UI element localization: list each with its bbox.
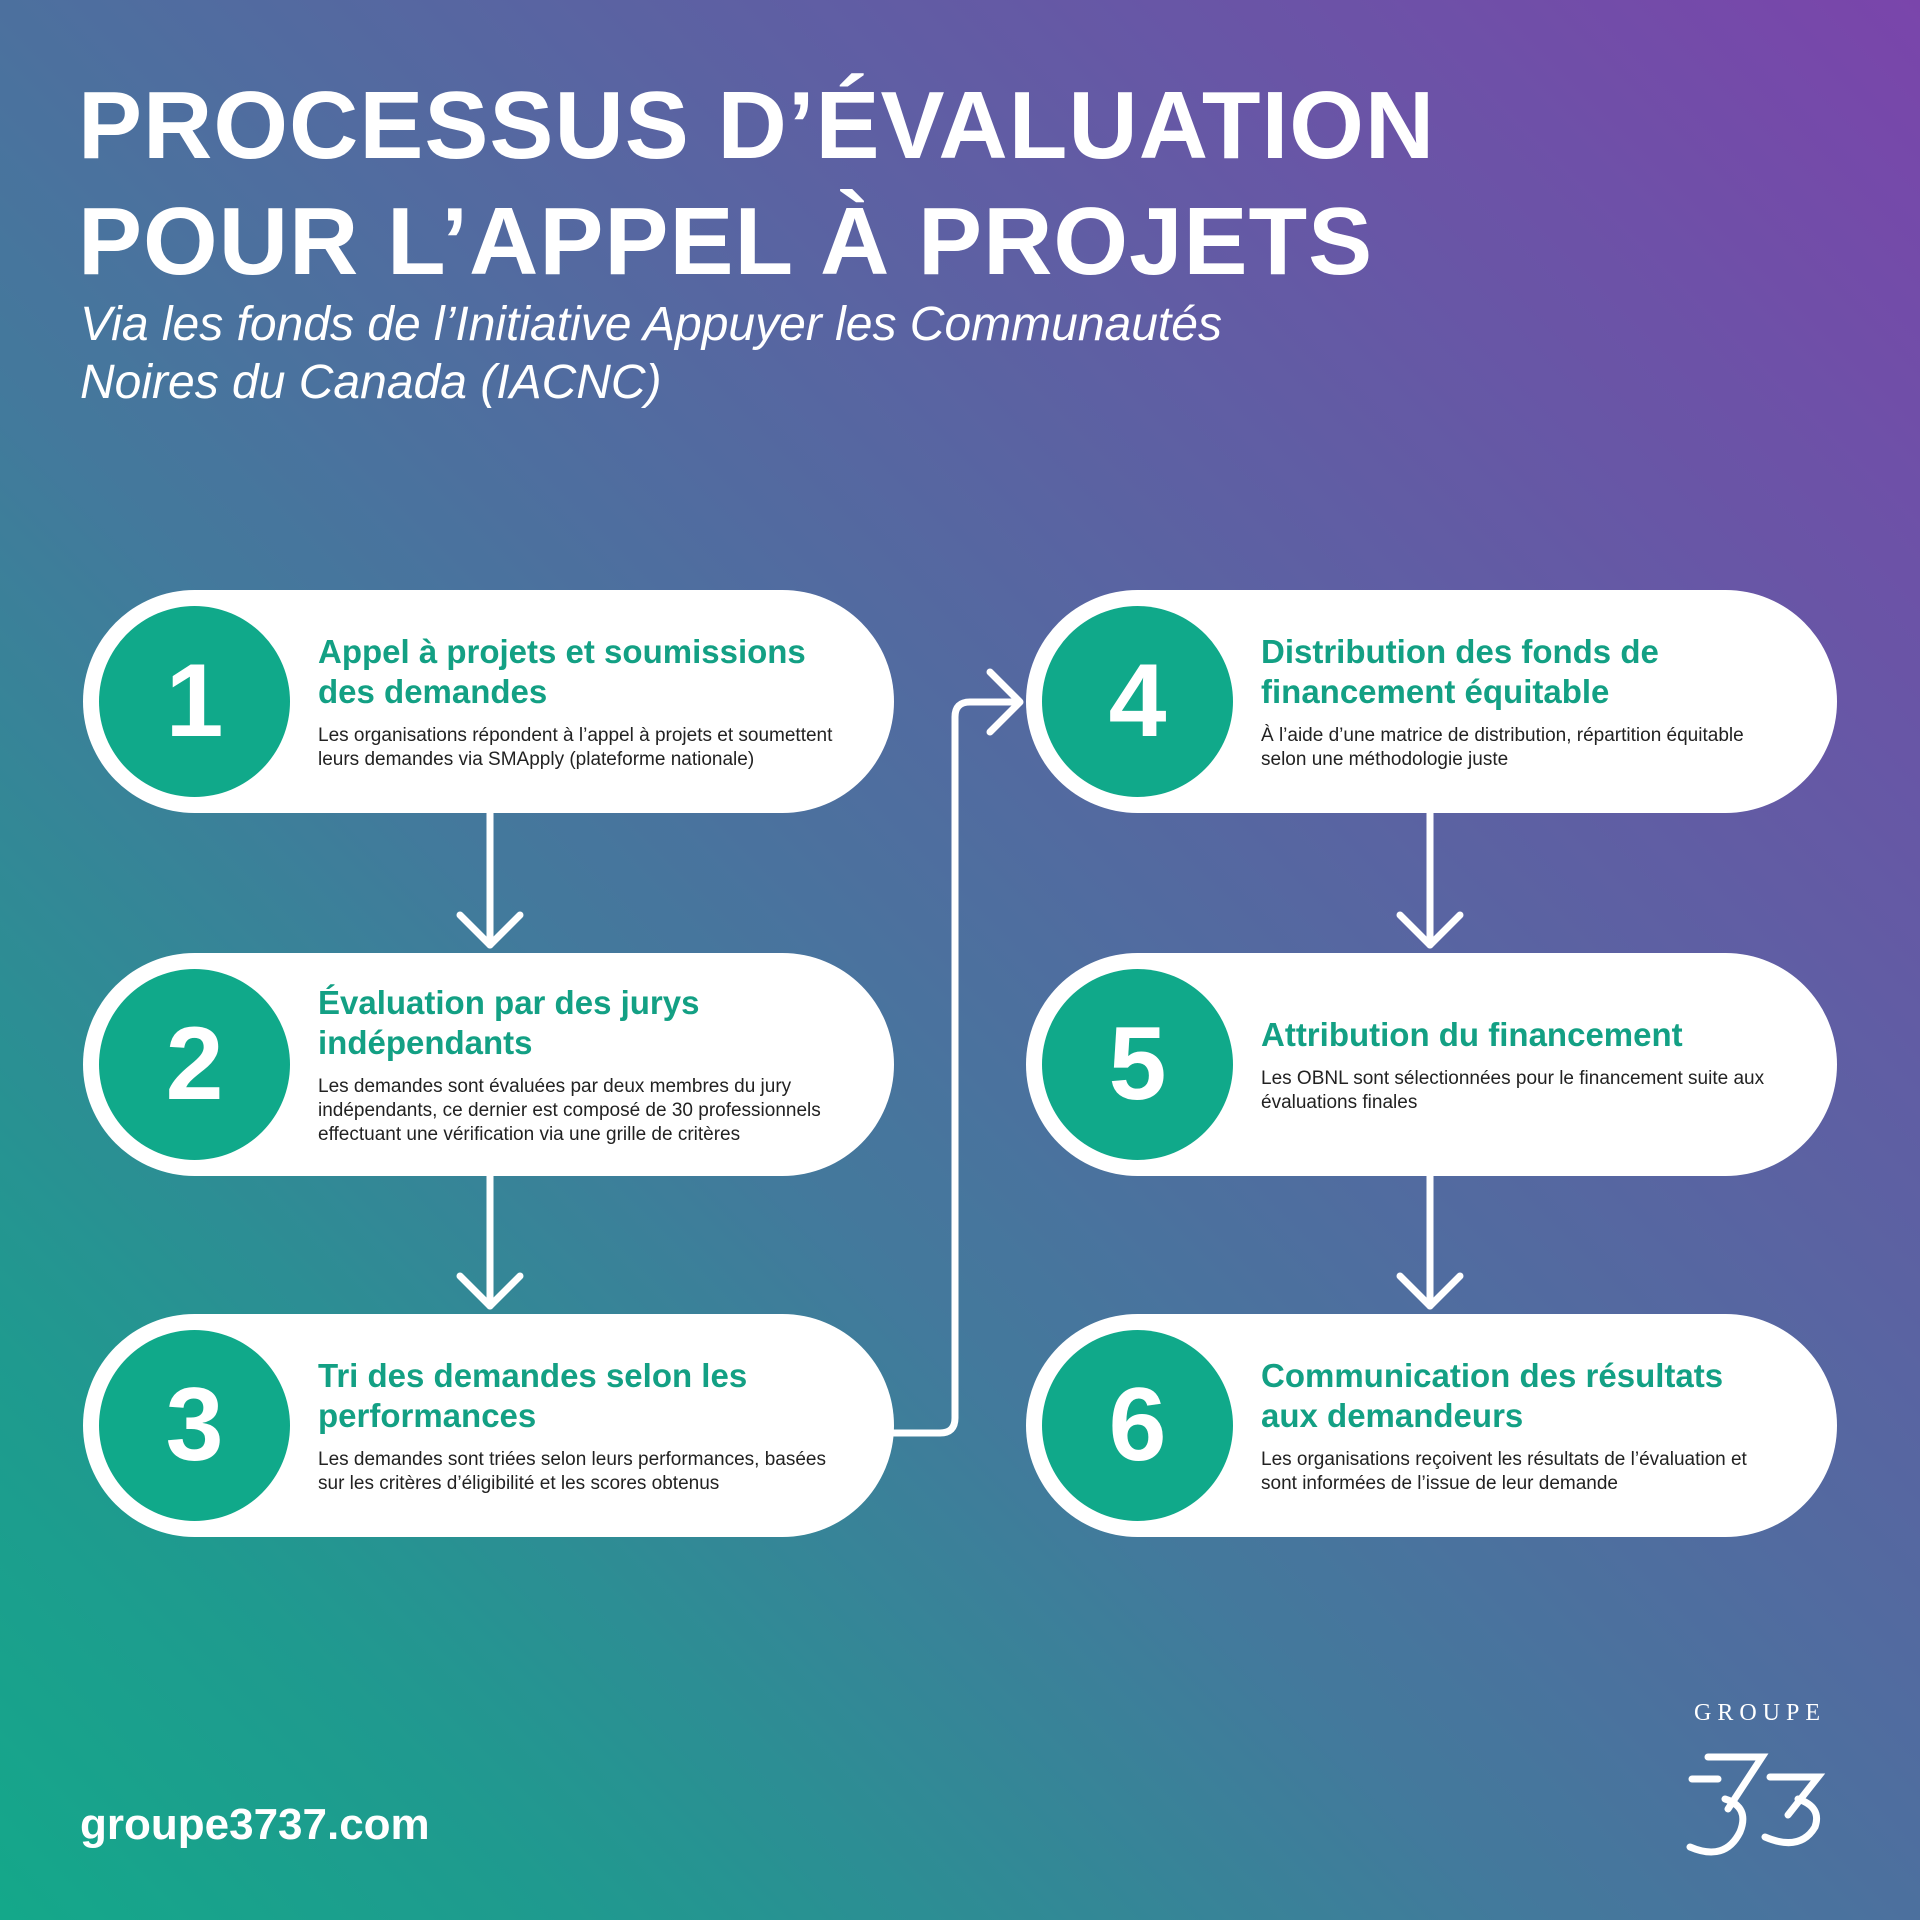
step-card-6: 6 Communication des résultats aux demand… bbox=[1026, 1314, 1837, 1537]
step-description: Les organisations répondent à l’appel à … bbox=[318, 724, 833, 770]
logo-word: GROUPE bbox=[1693, 1700, 1826, 1726]
step-description: Les organisations reçoivent les résultat… bbox=[1261, 1448, 1747, 1494]
arrow-2-to-3 bbox=[456, 1172, 524, 1310]
step-description: Les OBNL sont sélectionnées pour le fina… bbox=[1261, 1067, 1765, 1113]
groupe-3737-logo: GROUPE bbox=[1670, 1700, 1850, 1870]
step-card-3: 3 Tri des demandes selon les performance… bbox=[83, 1314, 894, 1537]
step-title: Communication des résultats aux demandeu… bbox=[1261, 1356, 1724, 1434]
subtitle-line-1: Via les fonds de l’Initiative Appuyer le… bbox=[80, 298, 1222, 351]
arrow-4-to-5 bbox=[1396, 809, 1464, 949]
step-description: Les demandes sont triées selon leurs per… bbox=[318, 1448, 826, 1494]
subtitle: Via les fonds de l’Initiative Appuyer le… bbox=[80, 296, 1222, 412]
step-number-badge: 6 bbox=[1042, 1330, 1233, 1521]
step-title: Évaluation par des jurys indépendants bbox=[318, 983, 700, 1061]
subtitle-line-2: Noires du Canada (IACNC) bbox=[80, 356, 662, 409]
title-line-1: PROCESSUS D’ÉVALUATION bbox=[78, 72, 1436, 179]
step-description: À l’aide d’une matrice de distribution, … bbox=[1261, 724, 1744, 770]
arrow-5-to-6 bbox=[1396, 1172, 1464, 1310]
step-title: Tri des demandes selon les performances bbox=[318, 1356, 748, 1434]
step-number-badge: 5 bbox=[1042, 969, 1233, 1160]
step-number-badge: 1 bbox=[99, 606, 290, 797]
page-title: PROCESSUS D’ÉVALUATION POUR L’APPEL À PR… bbox=[78, 68, 1435, 300]
step-number-badge: 2 bbox=[99, 969, 290, 1160]
step-description: Les demandes sont évaluées par deux memb… bbox=[318, 1075, 821, 1145]
step-card-1: 1 Appel à projets et soumissions des dem… bbox=[83, 590, 894, 813]
step-title: Attribution du financement bbox=[1261, 1015, 1683, 1053]
arrow-3-to-4 bbox=[890, 668, 1024, 1437]
step-card-4: 4 Distribution des fonds de financement … bbox=[1026, 590, 1837, 813]
step-number-badge: 4 bbox=[1042, 606, 1233, 797]
step-number-badge: 3 bbox=[99, 1330, 290, 1521]
step-title: Appel à projets et soumissions des deman… bbox=[318, 632, 806, 710]
website-link[interactable]: groupe3737.com bbox=[80, 1800, 430, 1849]
step-title: Distribution des fonds de financement éq… bbox=[1261, 632, 1659, 710]
logo-3737-mark bbox=[1686, 1753, 1826, 1856]
arrow-1-to-2 bbox=[456, 809, 524, 949]
title-line-2: POUR L’APPEL À PROJETS bbox=[78, 188, 1374, 295]
